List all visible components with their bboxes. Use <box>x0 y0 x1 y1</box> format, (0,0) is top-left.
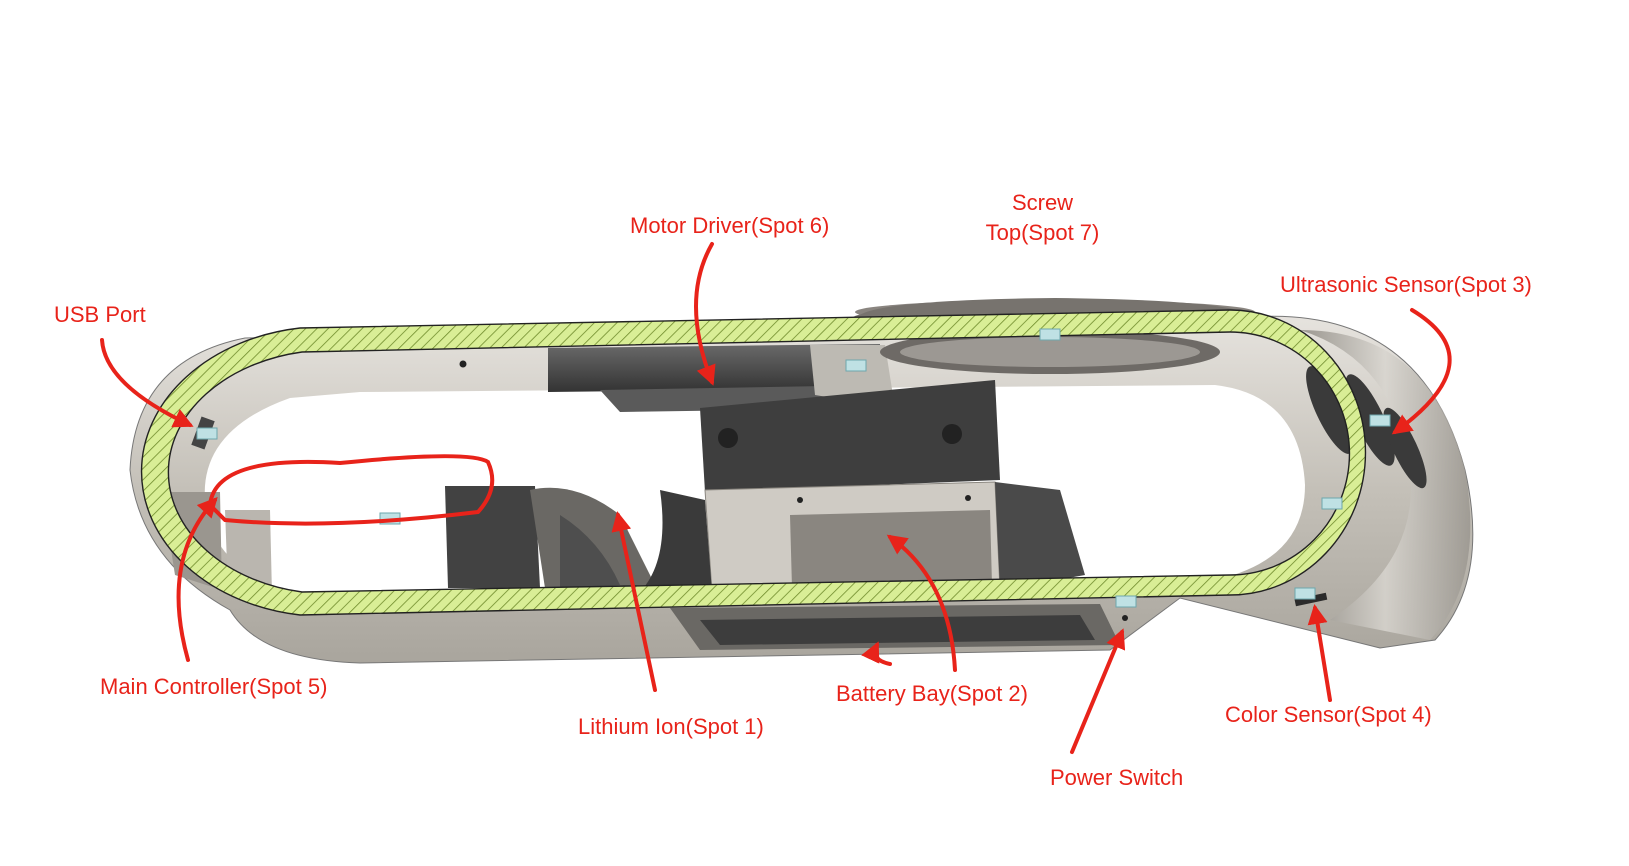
label-color-sensor: Color Sensor(Spot 4) <box>1225 702 1432 727</box>
label-ultrasonic-sensor: Ultrasonic Sensor(Spot 3) <box>1280 272 1532 297</box>
label-usb-port: USB Port <box>54 302 146 327</box>
label-motor-driver: Motor Driver(Spot 6) <box>630 213 830 238</box>
label-screw-top-line2: Top(Spot 7) <box>985 220 1100 245</box>
label-power-switch: Power Switch <box>1050 765 1184 790</box>
main-controller-highlight-loop <box>207 454 495 526</box>
label-battery-bay: Battery Bay(Spot 2) <box>836 681 1028 706</box>
label-lithium-ion: Lithium Ion(Spot 1) <box>578 714 764 739</box>
label-screw-top-line1: Screw <box>1011 190 1074 215</box>
annotation-arrows <box>100 242 1452 754</box>
label-screw-top: Screw Top(Spot 7) <box>975 188 1110 248</box>
label-main-controller: Main Controller(Spot 5) <box>100 674 328 699</box>
